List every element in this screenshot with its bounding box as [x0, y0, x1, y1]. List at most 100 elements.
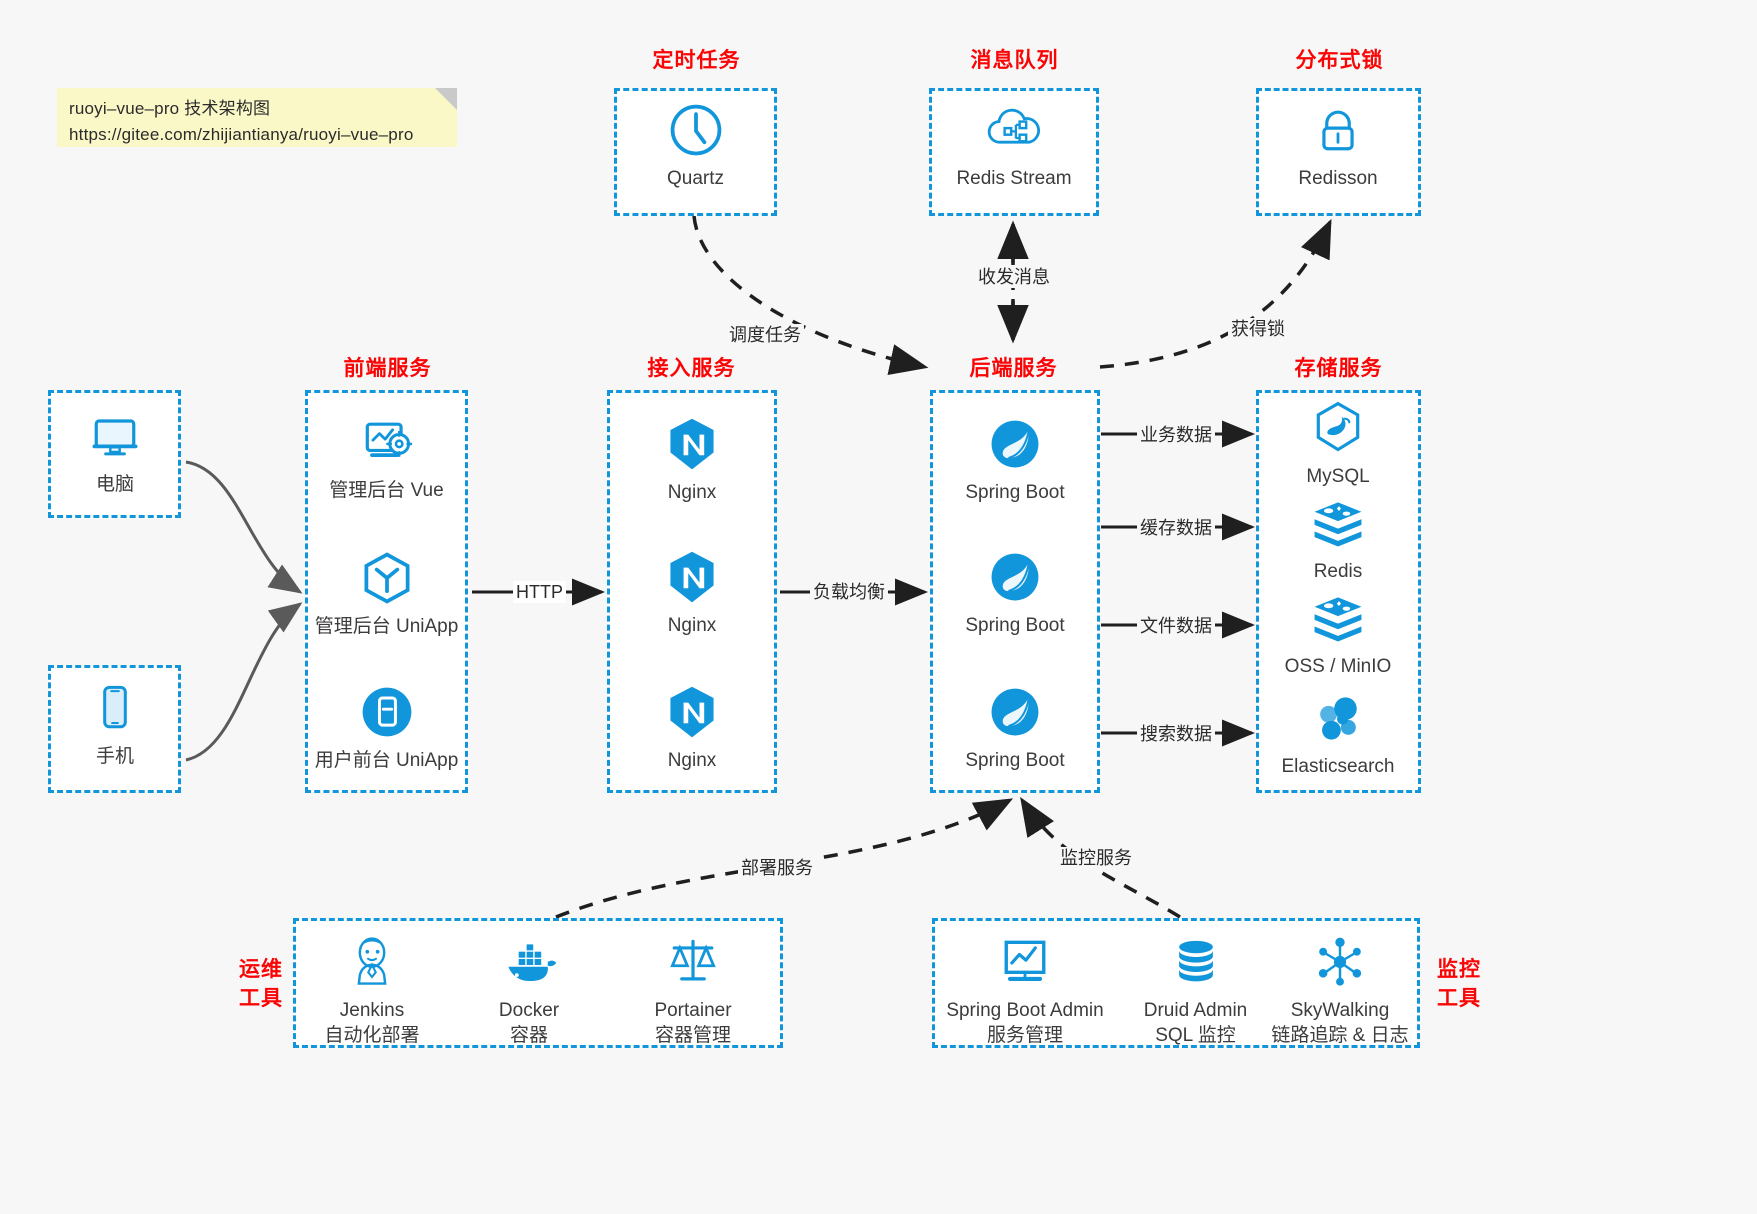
- spring-boot-icon: [991, 553, 1039, 601]
- group-title-lock: 分布式锁: [1295, 49, 1384, 72]
- node-label: SkyWalking: [1290, 1000, 1390, 1021]
- node-nginx-2[interactable]: Nginx: [612, 547, 772, 638]
- group-title-devops: 运维 工具: [230, 955, 292, 1013]
- group-title-devops-line1: 运维: [239, 958, 283, 981]
- database-icon: [1178, 940, 1213, 982]
- node-label: 管理后台 Vue: [329, 480, 444, 501]
- edge-label-send-receive-message: 收发消息: [975, 266, 1053, 288]
- edge-label-monitor-service: 监控服务: [1057, 847, 1135, 869]
- node-nginx-1[interactable]: Nginx: [612, 414, 772, 505]
- group-lock: [1256, 88, 1421, 216]
- node-sublabel: 服务管理: [986, 1025, 1063, 1046]
- jenkins-butler-icon: [357, 937, 387, 985]
- mobile-app-icon: [362, 687, 411, 737]
- node-label: Redisson: [1298, 168, 1378, 189]
- node-spring-boot-admin[interactable]: Spring Boot Admin 服务管理: [940, 932, 1110, 1048]
- group-title-monitor: 监控 工具: [1428, 955, 1490, 1013]
- edge-label-schedule-task: 调度任务: [726, 324, 804, 346]
- note-line-title: ruoyi–vue–pro 技术架构图: [69, 99, 271, 118]
- node-elasticsearch[interactable]: Elasticsearch: [1258, 688, 1418, 779]
- node-quartz[interactable]: Quartz: [615, 100, 776, 191]
- node-phone[interactable]: 手机: [35, 678, 195, 769]
- node-sublabel: 容器: [509, 1025, 548, 1046]
- node-label: Spring Boot Admin: [946, 1000, 1104, 1021]
- edge-label-search-data: 搜索数据: [1137, 723, 1215, 745]
- clock-icon: [670, 104, 721, 156]
- node-label: MySQL: [1306, 466, 1370, 487]
- group-title-scheduler: 定时任务: [652, 49, 741, 72]
- node-label: Docker: [498, 1000, 560, 1021]
- node-label: Elasticsearch: [1281, 756, 1395, 777]
- node-sublabel: 自动化部署: [324, 1025, 420, 1046]
- node-label: Redis Stream: [956, 168, 1072, 189]
- note-line-url: https://gitee.com/zhijiantianya/ruoyi–vu…: [69, 125, 414, 144]
- node-admin-vue[interactable]: 管理后台 Vue: [306, 412, 467, 503]
- uniapp-cube-icon: [364, 552, 409, 604]
- node-spring-boot-3[interactable]: Spring Boot: [935, 682, 1095, 773]
- node-admin-uniapp[interactable]: 管理后台 UniApp: [306, 548, 467, 639]
- node-druid-admin[interactable]: Druid Admin SQL 监控: [1118, 932, 1273, 1048]
- node-label: Druid Admin: [1143, 1000, 1248, 1021]
- redis-stack-icon: [1314, 597, 1362, 642]
- node-redisson[interactable]: Redisson: [1258, 100, 1418, 191]
- node-label: 电脑: [95, 474, 134, 495]
- node-mysql[interactable]: MySQL: [1258, 398, 1418, 489]
- group-title-backend: 后端服务: [969, 357, 1058, 380]
- spring-boot-icon: [991, 688, 1039, 736]
- node-docker[interactable]: Docker 容器: [449, 932, 609, 1048]
- node-jenkins[interactable]: Jenkins 自动化部署: [292, 932, 452, 1048]
- group-title-monitor-line1: 监控: [1437, 958, 1481, 981]
- cloud-node-icon: [987, 108, 1041, 144]
- node-label: 手机: [95, 746, 134, 767]
- node-label: Nginx: [667, 750, 717, 771]
- dashboard-gear-icon: [365, 422, 412, 457]
- smartphone-icon: [103, 685, 127, 729]
- lock-icon: [1322, 110, 1354, 151]
- node-sublabel: 链路追踪 & 日志: [1271, 1025, 1409, 1046]
- node-portainer[interactable]: Portainer 容器管理: [613, 932, 773, 1048]
- edge-label-acquire-lock: 获得锁: [1228, 318, 1288, 340]
- node-user-uniapp[interactable]: 用户前台 UniApp: [306, 682, 467, 773]
- title-note: ruoyi–vue–pro 技术架构图 https://gitee.com/zh…: [57, 88, 457, 147]
- nginx-icon: [670, 551, 714, 603]
- node-spring-boot-1[interactable]: Spring Boot: [935, 414, 1095, 505]
- skywalking-node-icon: [1318, 937, 1362, 986]
- monitor-icon: [92, 419, 138, 456]
- docker-whale-icon: [508, 944, 557, 982]
- group-title-mq: 消息队列: [970, 49, 1059, 72]
- edge-label-file-data: 文件数据: [1137, 615, 1215, 637]
- node-sublabel: 容器管理: [654, 1025, 731, 1046]
- nginx-icon: [670, 418, 714, 470]
- edge-label-business-data: 业务数据: [1137, 424, 1215, 446]
- nginx-icon: [670, 686, 714, 738]
- group-title-monitor-line2: 工具: [1437, 987, 1481, 1010]
- node-label: Spring Boot: [965, 615, 1065, 636]
- node-label: OSS / MinIO: [1284, 656, 1392, 677]
- node-skywalking[interactable]: SkyWalking 链路追踪 & 日志: [1265, 932, 1415, 1048]
- node-label: 用户前台 UniApp: [314, 750, 459, 771]
- node-label: Portainer: [654, 1000, 732, 1021]
- node-nginx-3[interactable]: Nginx: [612, 682, 772, 773]
- node-redis-stream[interactable]: Redis Stream: [934, 100, 1094, 191]
- group-title-frontend: 前端服务: [343, 357, 432, 380]
- node-label: Jenkins: [339, 1000, 405, 1021]
- edge-label-load-balance: 负载均衡: [810, 581, 888, 603]
- node-oss-minio[interactable]: OSS / MinIO: [1258, 588, 1418, 679]
- node-label: Spring Boot: [965, 482, 1065, 503]
- group-title-gateway: 接入服务: [647, 357, 736, 380]
- node-label: Redis: [1313, 561, 1363, 582]
- node-label: Nginx: [667, 482, 717, 503]
- node-label: Nginx: [667, 615, 717, 636]
- node-computer[interactable]: 电脑: [35, 406, 195, 497]
- node-spring-boot-2[interactable]: Spring Boot: [935, 547, 1095, 638]
- note-fold-corner: [435, 88, 457, 110]
- group-title-devops-line2: 工具: [239, 987, 283, 1010]
- node-label: 管理后台 UniApp: [314, 616, 459, 637]
- spring-boot-icon: [991, 420, 1039, 468]
- node-sublabel: SQL 监控: [1155, 1025, 1236, 1046]
- node-redis[interactable]: Redis: [1258, 493, 1418, 584]
- edge-label-cache-data: 缓存数据: [1137, 517, 1215, 539]
- mysql-dolphin-icon: [1316, 401, 1360, 452]
